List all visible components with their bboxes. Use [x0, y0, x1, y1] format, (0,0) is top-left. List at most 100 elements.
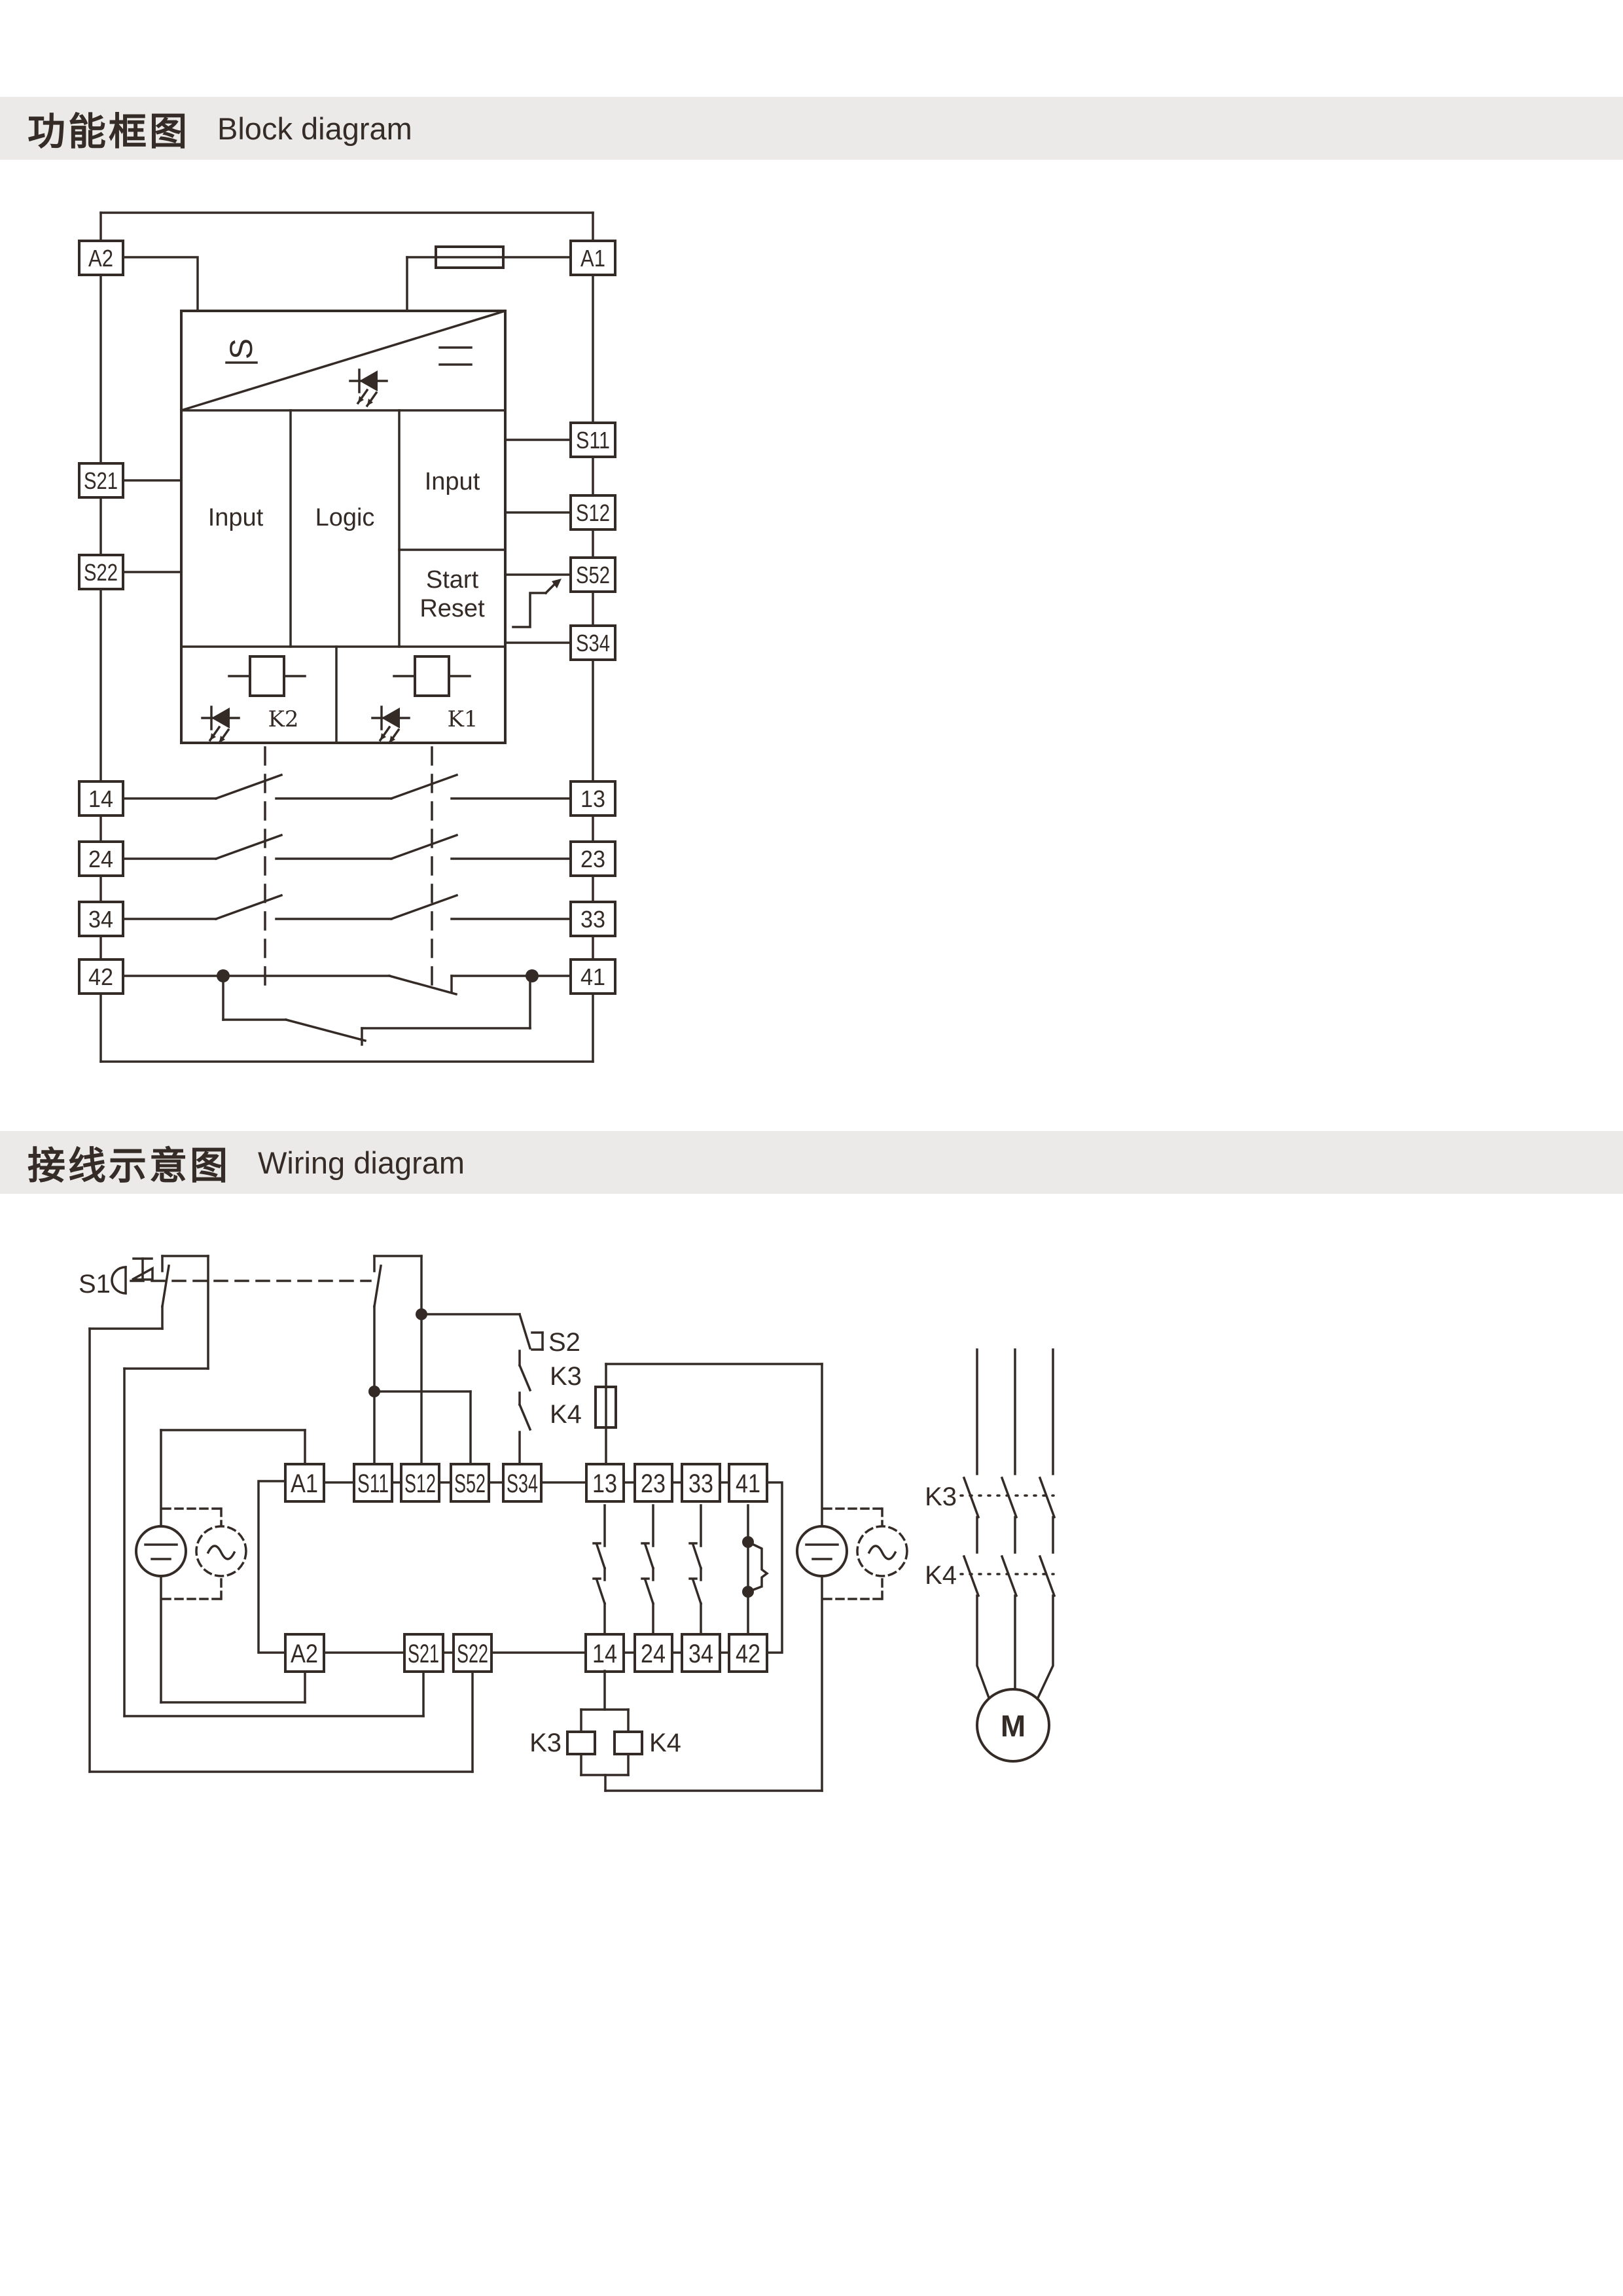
terminal-24-wd: 24: [633, 1633, 673, 1673]
k3-contactor-label: K3: [925, 1482, 957, 1511]
k3-coil-symbol: [566, 1731, 596, 1755]
nc-feedback-row: [123, 969, 572, 1046]
wiring-diagram-title-en: Wiring diagram: [258, 1145, 465, 1180]
input1-block-label: Input: [208, 504, 264, 531]
svg-text:S34: S34: [507, 1469, 538, 1498]
svg-text:A2: A2: [88, 245, 113, 272]
contactor-coils: K3 K4: [529, 1670, 823, 1792]
nc-path-41-42: [742, 1504, 769, 1634]
terminal-s11-wd: S11: [353, 1463, 393, 1503]
terminal-a1-wd: A1: [284, 1463, 325, 1503]
s1-label: S1: [79, 1270, 111, 1299]
svg-text:S12: S12: [576, 499, 610, 526]
power-supply-symbols: S: [224, 338, 473, 408]
k4-contactor-label: K4: [925, 1561, 957, 1590]
terminal-41-wd: 41: [728, 1463, 768, 1503]
power-supply-s-label: S: [224, 338, 259, 359]
dc-source-icon-right: [796, 1525, 848, 1577]
svg-text:S22: S22: [84, 559, 118, 586]
device-outline-rails: [99, 211, 594, 1063]
right-supply: [796, 1507, 908, 1792]
terminal-s22-bd: S22: [78, 554, 124, 590]
terminal-33-bd: 33: [569, 901, 616, 937]
terminal-13-bd: 13: [569, 780, 616, 817]
relay-k2: K2: [201, 655, 306, 745]
svg-text:S52: S52: [454, 1469, 486, 1498]
svg-text:23: 23: [641, 1469, 666, 1498]
svg-text:S34: S34: [576, 630, 610, 656]
no-contact-rows: [123, 773, 572, 921]
terminal-s34-bd: S34: [569, 624, 616, 661]
k1-led-icon: [371, 706, 410, 745]
start-block-label: Start: [426, 566, 479, 594]
left-supply: [135, 1429, 306, 1704]
k4-coil-label: K4: [649, 1729, 681, 1757]
svg-text:24: 24: [88, 846, 113, 872]
svg-text:S52: S52: [576, 562, 610, 588]
terminal-34-wd: 34: [681, 1633, 721, 1673]
start-chain: S2 K3 K4: [518, 1312, 582, 1465]
block-diagram-title-band: 功能框图 Block diagram: [0, 97, 1623, 160]
svg-text:S21: S21: [84, 467, 118, 494]
k2-led-icon: [201, 706, 240, 745]
svg-text:14: 14: [88, 785, 113, 812]
dc-source-icon: [135, 1525, 187, 1577]
terminal-a1-bd: A1: [569, 240, 616, 276]
terminal-14-bd: 14: [78, 780, 124, 817]
terminal-a2-wd: A2: [284, 1633, 325, 1673]
power-led-icon: [349, 368, 388, 408]
terminal-42-wd: 42: [728, 1633, 768, 1673]
svg-text:A2: A2: [291, 1640, 318, 1668]
motor-circuit: K3 K4 M: [925, 1348, 1056, 1763]
phase-lines: [962, 1348, 1056, 1700]
svg-text:S11: S11: [357, 1469, 389, 1498]
fuse-symbol-wiring: [594, 1386, 617, 1429]
k4-coil-symbol: [613, 1731, 643, 1755]
k2-label: K2: [268, 706, 298, 732]
wiring-diagram-title-zh: 接线示意图: [27, 1145, 231, 1187]
estop-actuator-icon: [111, 1266, 127, 1295]
k2-coil: [249, 655, 285, 697]
terminal-a2-bd: A2: [78, 240, 124, 276]
svg-text:24: 24: [641, 1640, 666, 1668]
terminal-s52-wd: S52: [450, 1463, 490, 1503]
logic-block-label: Logic: [315, 504, 375, 531]
svg-text:13: 13: [592, 1469, 617, 1498]
power-section-diagonal: [179, 309, 507, 412]
sine-glyph: [206, 1545, 236, 1560]
terminal-23-wd: 23: [633, 1463, 673, 1503]
edge-trigger-icon: [512, 579, 562, 628]
svg-text:A1: A1: [580, 245, 605, 272]
svg-text:A1: A1: [291, 1469, 318, 1498]
terminal-wires: [122, 439, 572, 644]
svg-text:34: 34: [688, 1640, 713, 1668]
logic-unit-box: [179, 309, 507, 744]
motor-icon: [976, 1688, 1050, 1763]
terminal-s12-wd: S12: [400, 1463, 440, 1503]
svg-text:41: 41: [736, 1469, 760, 1498]
terminal-23-bd: 23: [569, 840, 616, 877]
feedback-side-wire: [766, 1481, 783, 1654]
svg-text:42: 42: [88, 963, 113, 990]
wiring-diagram-title-band: 接线示意图 Wiring diagram: [0, 1131, 1623, 1194]
output-contacts-internal: [592, 1504, 769, 1634]
svg-text:14: 14: [592, 1640, 617, 1668]
pushbutton-icon: [531, 1331, 544, 1351]
terminal-34-bd: 34: [78, 901, 124, 937]
terminal-s21-bd: S21: [78, 462, 124, 499]
k1-label: K1: [447, 706, 478, 732]
terminal-s12-bd: S12: [569, 494, 616, 531]
estop-s1: S1: [79, 1255, 521, 1773]
fuse-branch: [594, 1363, 823, 1528]
supply-wires: [122, 245, 572, 312]
svg-text:S22: S22: [457, 1640, 488, 1668]
sine-glyph-right: [867, 1545, 897, 1560]
input2-block-label: Input: [425, 468, 480, 495]
block-diagram-title-en: Block diagram: [217, 111, 412, 146]
k4-no-label: K4: [550, 1400, 582, 1429]
terminal-s22-wd: S22: [452, 1633, 493, 1673]
motor-label: M: [1001, 1709, 1026, 1743]
svg-text:13: 13: [580, 785, 605, 812]
